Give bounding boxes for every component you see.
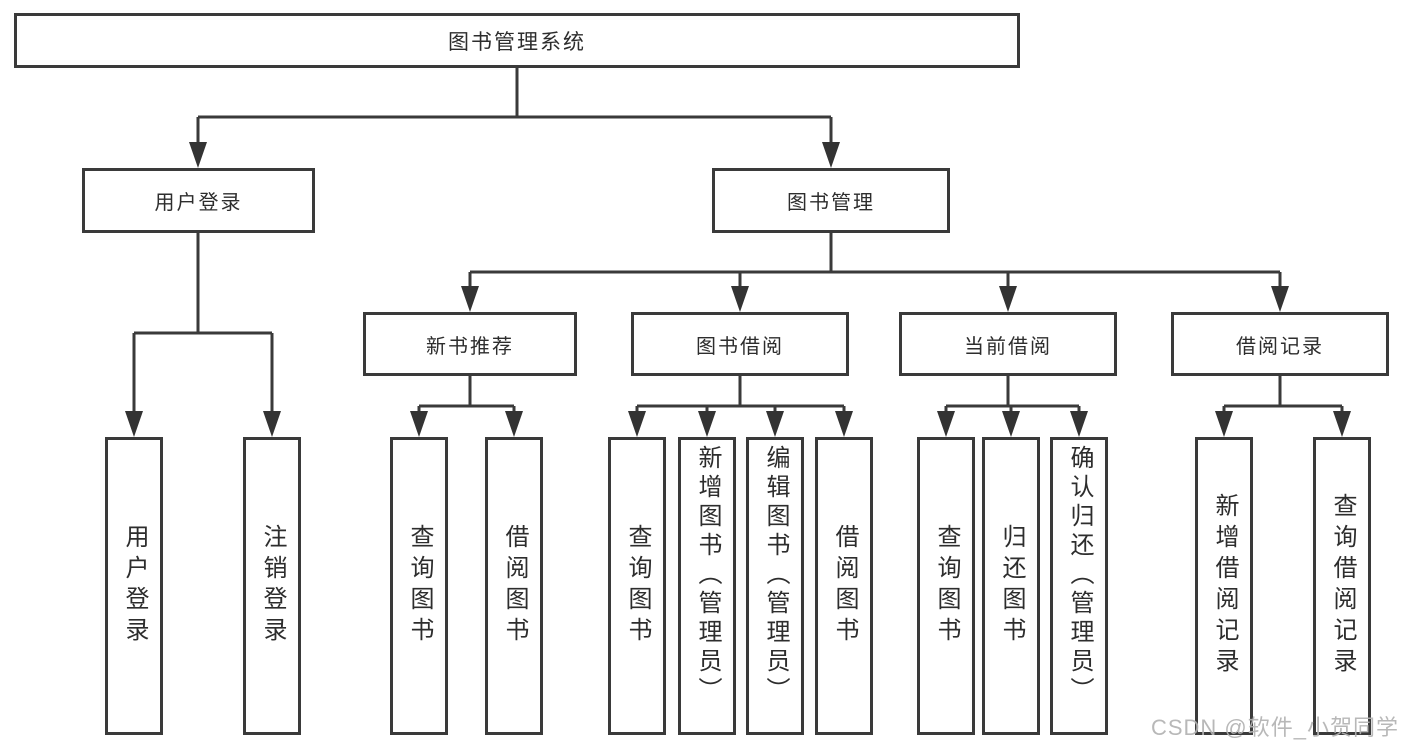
leaf-label: 查询图书 xyxy=(933,524,960,648)
node-book-borrow: 图书借阅 xyxy=(631,312,849,376)
leaf-label: 查询图书 xyxy=(624,524,651,648)
leaf-borrow-books-recommend: 借阅图书 xyxy=(485,437,543,735)
node-root: 图书管理系统 xyxy=(14,13,1020,68)
leaf-borrow-books: 借阅图书 xyxy=(815,437,873,735)
leaf-confirm-return-admin: 确认归还（管理员） xyxy=(1050,437,1108,735)
node-new-book-recommend: 新书推荐 xyxy=(363,312,577,376)
leaf-add-books-admin: 新增图书（管理员） xyxy=(678,437,736,735)
leaf-return-books: 归还图书 xyxy=(982,437,1040,735)
leaf-add-borrow-record: 新增借阅记录 xyxy=(1195,437,1253,735)
leaf-label: 归还图书 xyxy=(998,524,1025,648)
leaf-label: 编辑图书（管理员） xyxy=(762,445,789,706)
leaf-label: 确认归还（管理员） xyxy=(1066,445,1093,706)
node-user-login: 用户登录 xyxy=(82,168,315,233)
leaf-search-books: 查询图书 xyxy=(608,437,666,735)
leaf-edit-books-admin: 编辑图书（管理员） xyxy=(746,437,804,735)
leaf-label: 借阅图书 xyxy=(831,524,858,648)
leaf-label: 新增借阅记录 xyxy=(1211,493,1238,679)
leaf-label: 借阅图书 xyxy=(501,524,528,648)
node-borrow-records: 借阅记录 xyxy=(1171,312,1389,376)
node-book-management: 图书管理 xyxy=(712,168,950,233)
leaf-logout: 注销登录 xyxy=(243,437,301,735)
leaf-label: 用户登录 xyxy=(121,524,148,648)
arrowheads xyxy=(125,142,1351,437)
leaf-label: 查询图书 xyxy=(406,524,433,648)
tree-edges xyxy=(132,68,1344,415)
leaf-user-login: 用户登录 xyxy=(105,437,163,735)
node-current-borrow: 当前借阅 xyxy=(899,312,1117,376)
leaf-label: 查询借阅记录 xyxy=(1329,493,1356,679)
leaf-label: 新增图书（管理员） xyxy=(694,445,721,706)
leaf-search-books-current: 查询图书 xyxy=(917,437,975,735)
csdn-watermark: CSDN @软件_小贺同学 xyxy=(1150,715,1399,740)
leaf-label: 注销登录 xyxy=(259,524,286,648)
leaf-search-borrow-record: 查询借阅记录 xyxy=(1313,437,1371,735)
leaf-search-books-recommend: 查询图书 xyxy=(390,437,448,735)
